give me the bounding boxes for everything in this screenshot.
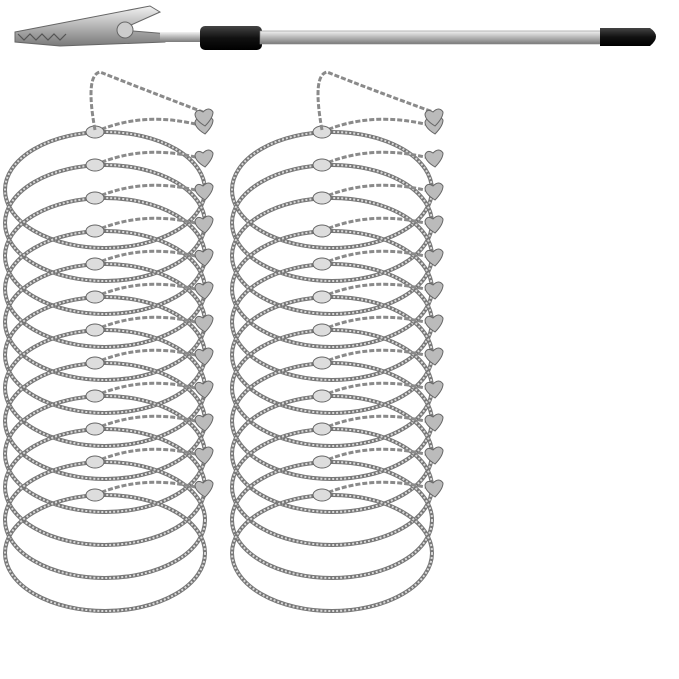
heart-charm xyxy=(194,108,214,127)
black-sleeve xyxy=(200,26,262,50)
heart-charm xyxy=(424,108,444,127)
bracelet xyxy=(230,479,444,613)
heart-charm xyxy=(194,149,214,168)
clasp xyxy=(312,290,332,304)
heart-charm xyxy=(424,182,444,201)
bracelet-stack xyxy=(3,70,444,613)
clasp xyxy=(312,158,332,172)
clasp xyxy=(85,191,105,205)
heart-charm xyxy=(424,347,444,366)
heart-charm xyxy=(424,314,444,333)
black-tip xyxy=(600,28,656,46)
clasp xyxy=(312,323,332,337)
heart-charm xyxy=(424,446,444,465)
clasp xyxy=(312,389,332,403)
extender-chain xyxy=(316,70,434,131)
heart-charm xyxy=(424,149,444,168)
heart-charm xyxy=(194,281,214,300)
heart-charm xyxy=(424,479,444,498)
bracelet xyxy=(230,446,444,580)
bracelet-column-1 xyxy=(3,70,214,613)
heart-charm xyxy=(424,281,444,300)
clasp xyxy=(312,488,332,502)
extender-chain xyxy=(89,70,204,131)
clasp xyxy=(85,290,105,304)
bracelet xyxy=(3,479,214,613)
clasp xyxy=(85,422,105,436)
heart-charm xyxy=(194,380,214,399)
heart-charm xyxy=(194,347,214,366)
clasp xyxy=(312,455,332,469)
heart-charm xyxy=(424,215,444,234)
heart-charm xyxy=(194,248,214,267)
clasp xyxy=(312,257,332,271)
heart-charm xyxy=(424,248,444,267)
clasp xyxy=(85,356,105,370)
clasp xyxy=(85,158,105,172)
bracelet-helper-tool xyxy=(14,5,656,50)
bracelet xyxy=(3,446,214,580)
heart-charm xyxy=(424,380,444,399)
heart-charm xyxy=(194,479,214,498)
bracelet xyxy=(3,182,214,316)
clasp xyxy=(85,323,105,337)
clasp xyxy=(85,488,105,502)
clasp xyxy=(85,455,105,469)
heart-charm xyxy=(424,413,444,432)
clasp xyxy=(85,257,105,271)
heart-charm xyxy=(194,182,214,201)
metal-rod xyxy=(259,30,606,45)
clasp xyxy=(312,422,332,436)
alligator-clip xyxy=(14,5,205,47)
clasp xyxy=(312,191,332,205)
heart-charm xyxy=(194,413,214,432)
bracelet-column-2 xyxy=(230,70,444,613)
clasp xyxy=(85,224,105,238)
clasp xyxy=(85,389,105,403)
clasp xyxy=(312,356,332,370)
heart-charm xyxy=(194,446,214,465)
clasp xyxy=(312,224,332,238)
heart-charm xyxy=(194,314,214,333)
heart-charm xyxy=(194,215,214,234)
